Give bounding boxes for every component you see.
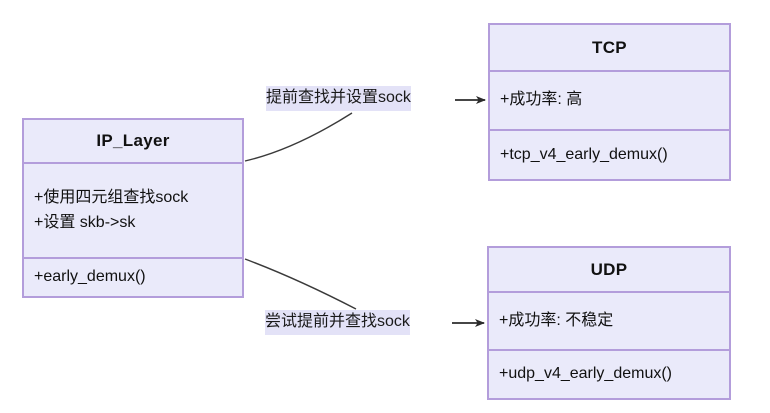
class-operations-tcp: +tcp_v4_early_demux() [490,129,729,179]
class-attributes-udp: +成功率: 不稳定 [489,293,729,349]
class-title-udp: UDP [489,248,729,293]
class-attributes-ip-layer: +使用四元组查找sock +设置 skb->sk [24,164,242,257]
class-attributes-tcp: +成功率: 高 [490,72,729,129]
class-box-tcp[interactable]: TCP +成功率: 高 +tcp_v4_early_demux() [488,23,731,181]
class-box-ip-layer[interactable]: IP_Layer +使用四元组查找sock +设置 skb->sk +early… [22,118,244,298]
class-attribute-row: +成功率: 不稳定 [499,311,614,329]
class-operation-row: +tcp_v4_early_demux() [500,145,668,163]
class-operations-ip-layer: +early_demux() [24,257,242,296]
class-box-udp[interactable]: UDP +成功率: 不稳定 +udp_v4_early_demux() [487,246,731,400]
class-operation-row: +udp_v4_early_demux() [499,365,672,383]
edge-ip-to-udp-line [244,258,357,310]
class-attribute-row: +成功率: 高 [500,91,583,109]
edge-ip-to-tcp-line [244,112,353,162]
class-operations-udp: +udp_v4_early_demux() [489,349,729,398]
class-attribute-row: +设置 skb->sk [34,213,136,231]
edge-label-ip-to-tcp: 提前查找并设置sock [266,86,411,111]
class-attribute-row: +使用四元组查找sock [34,188,189,206]
edge-label-ip-to-udp: 尝试提前并查找sock [265,310,410,335]
class-operation-row: +early_demux() [34,268,146,286]
class-title-ip-layer: IP_Layer [24,120,242,164]
class-title-tcp: TCP [490,25,729,72]
